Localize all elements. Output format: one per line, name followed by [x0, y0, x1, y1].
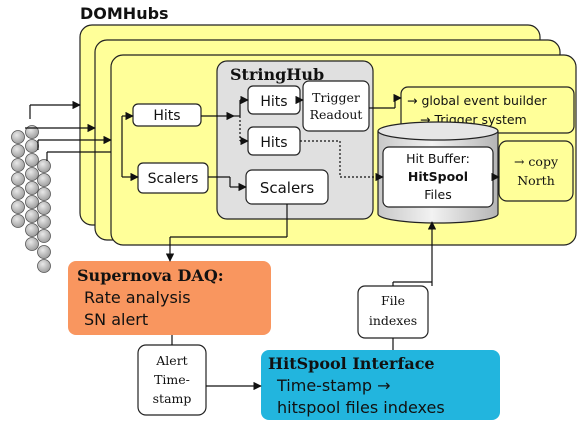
hit-buffer-line1: Hit Buffer:	[406, 151, 470, 166]
stringhub-hits-bottom-label: Hits	[260, 135, 287, 151]
dom-module-11	[25, 181, 39, 195]
stringhub-title: StringHub	[230, 65, 324, 84]
dom-module-7	[25, 125, 39, 139]
dom-module-17	[37, 173, 51, 187]
supernova-line1: Rate analysis	[84, 288, 191, 307]
alert-line3: stamp	[153, 391, 192, 406]
supernova-daq-box	[68, 261, 271, 335]
dom-module-15	[25, 237, 39, 251]
dom-module-19	[37, 201, 51, 215]
dom-module-12	[25, 195, 39, 209]
dom-module-10	[25, 167, 39, 181]
stringhub-scalers-label: Scalers	[260, 179, 315, 197]
dom-module-6	[11, 214, 25, 228]
copy-north-line2: North	[517, 173, 555, 188]
copy-north-box	[498, 140, 574, 202]
trigger-readout-box	[302, 80, 370, 132]
trigger-readout-line1: Trigger	[312, 90, 360, 105]
file-indexes-line1: File	[381, 293, 405, 308]
dom-module-5	[11, 200, 25, 214]
hit-buffer-line3: Files	[424, 187, 451, 202]
dom-module-20	[37, 215, 51, 229]
dom-module-16	[37, 159, 51, 173]
dom-module-9	[25, 153, 39, 167]
file-indexes-line2: indexes	[369, 313, 417, 328]
input-scalers-label: Scalers	[148, 171, 199, 187]
connections	[25, 93, 500, 391]
dom-module-14	[25, 223, 39, 237]
supernova-title: Supernova DAQ:	[77, 266, 224, 285]
dom-module-3	[11, 172, 25, 186]
dom-module-8	[25, 139, 39, 153]
dom-module-21	[37, 229, 51, 243]
dom-module-1	[11, 144, 25, 158]
dom-module-4	[11, 186, 25, 200]
hit-buffer-line2: HitSpool	[408, 169, 468, 184]
stringhub-hits-top-label: Hits	[260, 94, 287, 110]
hitspool-interface-box	[261, 350, 500, 420]
dom-module-18	[37, 187, 51, 201]
dom-module-2	[11, 158, 25, 172]
dom-module-22	[37, 245, 51, 259]
dom-string	[11, 125, 51, 273]
supernova-line2: SN alert	[84, 310, 148, 329]
hitspool-interface-line1: Time-stamp →	[276, 376, 391, 395]
input-hits-label: Hits	[153, 108, 180, 124]
trigger-readout-line2: Readout	[310, 107, 363, 122]
hitspool-interface-line2: hitspool files indexes	[277, 398, 445, 417]
global-builder-line1: → global event builder	[407, 93, 548, 108]
alert-line1: Alert	[155, 353, 187, 368]
domhubs-title: DOMHubs	[80, 4, 169, 23]
hitspool-interface-title: HitSpool Interface	[268, 354, 435, 373]
dom-module-13	[25, 209, 39, 223]
alert-line2: Time-	[154, 372, 190, 387]
dom-module-0	[11, 130, 25, 144]
dom-module-23	[37, 259, 51, 273]
copy-north-line1: → copy	[514, 154, 559, 169]
